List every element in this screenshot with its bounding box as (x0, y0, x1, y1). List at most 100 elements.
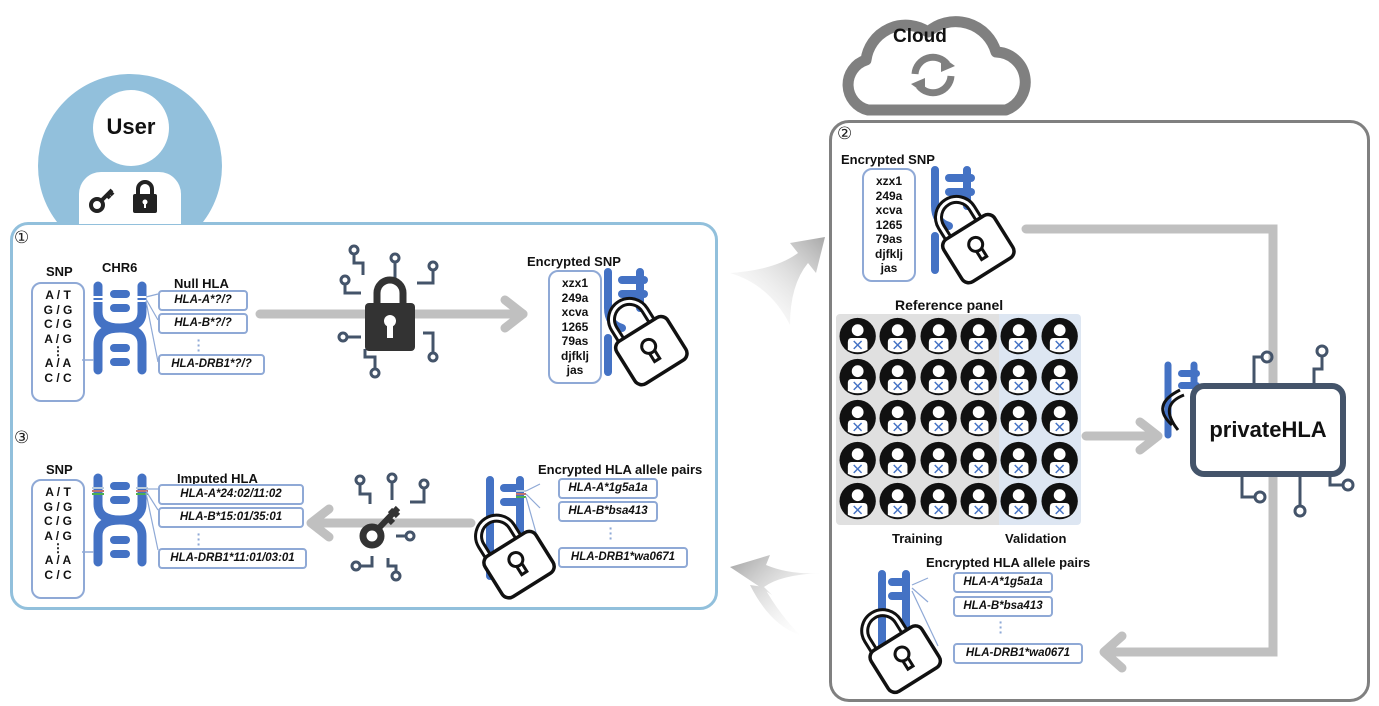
sync-icon (911, 53, 955, 97)
encrypted-snp-title: Encrypted SNP (527, 254, 621, 269)
validation-sample-icon (1041, 441, 1078, 479)
cloud-panel (829, 120, 1370, 702)
null-hla-item: HLA-B*?/? (158, 313, 248, 334)
training-label: Training (892, 531, 943, 546)
snp-row: C / G (43, 317, 72, 331)
encrypted-snp-row: 79as (875, 232, 903, 246)
snp-row: A / A (44, 356, 72, 370)
ellipsis: ··· (196, 332, 202, 358)
encrypted-hla-item: HLA-DRB1*wa0671 (558, 547, 688, 568)
encrypted-snp-row: 79as (561, 334, 589, 348)
snp-row: ⋮ (52, 541, 64, 555)
training-sample-icon (879, 317, 917, 355)
snp-row: C / C (44, 567, 72, 582)
training-sample-icon (839, 482, 876, 520)
locked-chromosome-icon (931, 166, 1016, 285)
imputed-hla-title: Imputed HLA (177, 471, 258, 486)
reference-grid (838, 316, 1080, 522)
download-arrow (730, 555, 820, 635)
imputed-hla-item: HLA-DRB1*11:01/03:01 (158, 548, 307, 569)
snp-row: A / G (44, 331, 72, 346)
validation-sample-icon (1041, 482, 1078, 520)
encryption-lock-icon (337, 244, 439, 379)
snp-row: A / A (44, 553, 72, 567)
encrypted-hla-item: HLA-A*1g5a1a (558, 478, 658, 499)
training-sample-icon (839, 358, 876, 396)
training-sample-icon (879, 399, 917, 437)
validation-sample-icon (1000, 399, 1038, 437)
upload-arrow (730, 237, 825, 325)
user-panel (10, 222, 718, 610)
snp-title: SNP (46, 462, 73, 477)
snp-list: A / T G / G C / G A / G ⋮ A / A C / C (31, 282, 85, 402)
model-circuit-icon (1161, 344, 1355, 518)
chromosome-icon (82, 473, 159, 567)
training-sample-icon (960, 358, 997, 396)
step-1-marker: ① (14, 228, 30, 247)
training-sample-icon (839, 399, 876, 437)
cloud-icon (842, 16, 1031, 116)
ellipsis: ··· (998, 614, 1004, 640)
validation-sample-icon (1000, 317, 1038, 355)
panel-to-model-arrow (1081, 417, 1163, 455)
encrypted-pairs-title: Encrypted HLA allele pairs (926, 555, 1091, 570)
validation-label: Validation (1005, 531, 1067, 546)
validation-sample-icon (1000, 482, 1038, 520)
training-sample-icon (839, 317, 876, 355)
training-sample-icon (920, 317, 957, 355)
snp-list: A / T G / G C / G A / G ⋮ A / A C / C (31, 479, 85, 599)
step-2-marker: ② (837, 124, 853, 143)
training-sample-icon (920, 358, 957, 396)
step-3-marker: ③ (14, 428, 30, 447)
encrypted-snp-row: xcva (875, 203, 903, 217)
snp-row: A / T (45, 288, 71, 302)
encrypted-hla-item: HLA-B*bsa413 (558, 501, 658, 522)
chr6-label: CHR6 (102, 260, 138, 275)
validation-sample-icon (1041, 358, 1078, 396)
snp-title: SNP (46, 264, 73, 279)
chromosome-icon (82, 281, 159, 375)
encrypted-snp-row: jas (566, 363, 584, 377)
cloud-label: Cloud (893, 26, 947, 47)
training-sample-icon (960, 399, 997, 437)
training-sample-icon (960, 482, 997, 520)
padlock-icon (133, 180, 157, 213)
encrypted-hla-item: HLA-B*bsa413 (953, 596, 1053, 617)
training-sample-icon (920, 482, 957, 520)
encrypted-snp-title: Encrypted SNP (841, 152, 935, 167)
encrypted-snp-list: xzx1 249a xcva 1265 79as djfklj jas (548, 270, 602, 384)
training-sample-icon (960, 317, 997, 355)
privatehla-model: privateHLA (1190, 383, 1346, 477)
training-sample-icon (960, 441, 997, 479)
validation-sample-icon (1041, 317, 1078, 355)
training-sample-icon (879, 482, 917, 520)
validation-sample-icon (1000, 441, 1038, 479)
training-sample-icon (920, 399, 957, 437)
validation-sample-icon (1000, 358, 1038, 396)
snp-row: G / G (43, 302, 73, 317)
encrypted-snp-row: 1265 (561, 319, 589, 334)
encrypted-snp-row: djfklj (874, 246, 903, 261)
training-sample-icon (920, 441, 957, 479)
training-sample-icon (879, 358, 917, 396)
training-sample-icon (839, 441, 876, 479)
locked-chromosome-icon (474, 476, 556, 600)
snp-row: G / G (43, 499, 73, 514)
validation-sample-icon (1041, 399, 1078, 437)
ellipsis: ··· (196, 526, 202, 552)
encrypted-snp-row: xcva (561, 305, 589, 319)
snp-row: A / T (45, 485, 71, 499)
encrypted-snp-row: 249a (875, 188, 903, 203)
user-avatar: User (38, 74, 222, 224)
encrypted-snp-row: 249a (561, 290, 589, 305)
decryption-key-icon (350, 472, 430, 582)
reference-panel-title: Reference panel (895, 297, 1004, 313)
locked-chromosome-icon (604, 268, 689, 387)
snp-row: C / G (43, 514, 72, 528)
encrypted-hla-item: HLA-A*1g5a1a (953, 572, 1053, 593)
null-hla-item: HLA-A*?/? (158, 290, 248, 311)
encrypted-snp-list: xzx1 249a xcva 1265 79as djfklj jas (862, 168, 916, 282)
encrypted-snp-row: djfklj (560, 348, 589, 363)
model-label: privateHLA (1209, 417, 1327, 442)
imputed-hla-item: HLA-B*15:01/35:01 (158, 507, 304, 528)
